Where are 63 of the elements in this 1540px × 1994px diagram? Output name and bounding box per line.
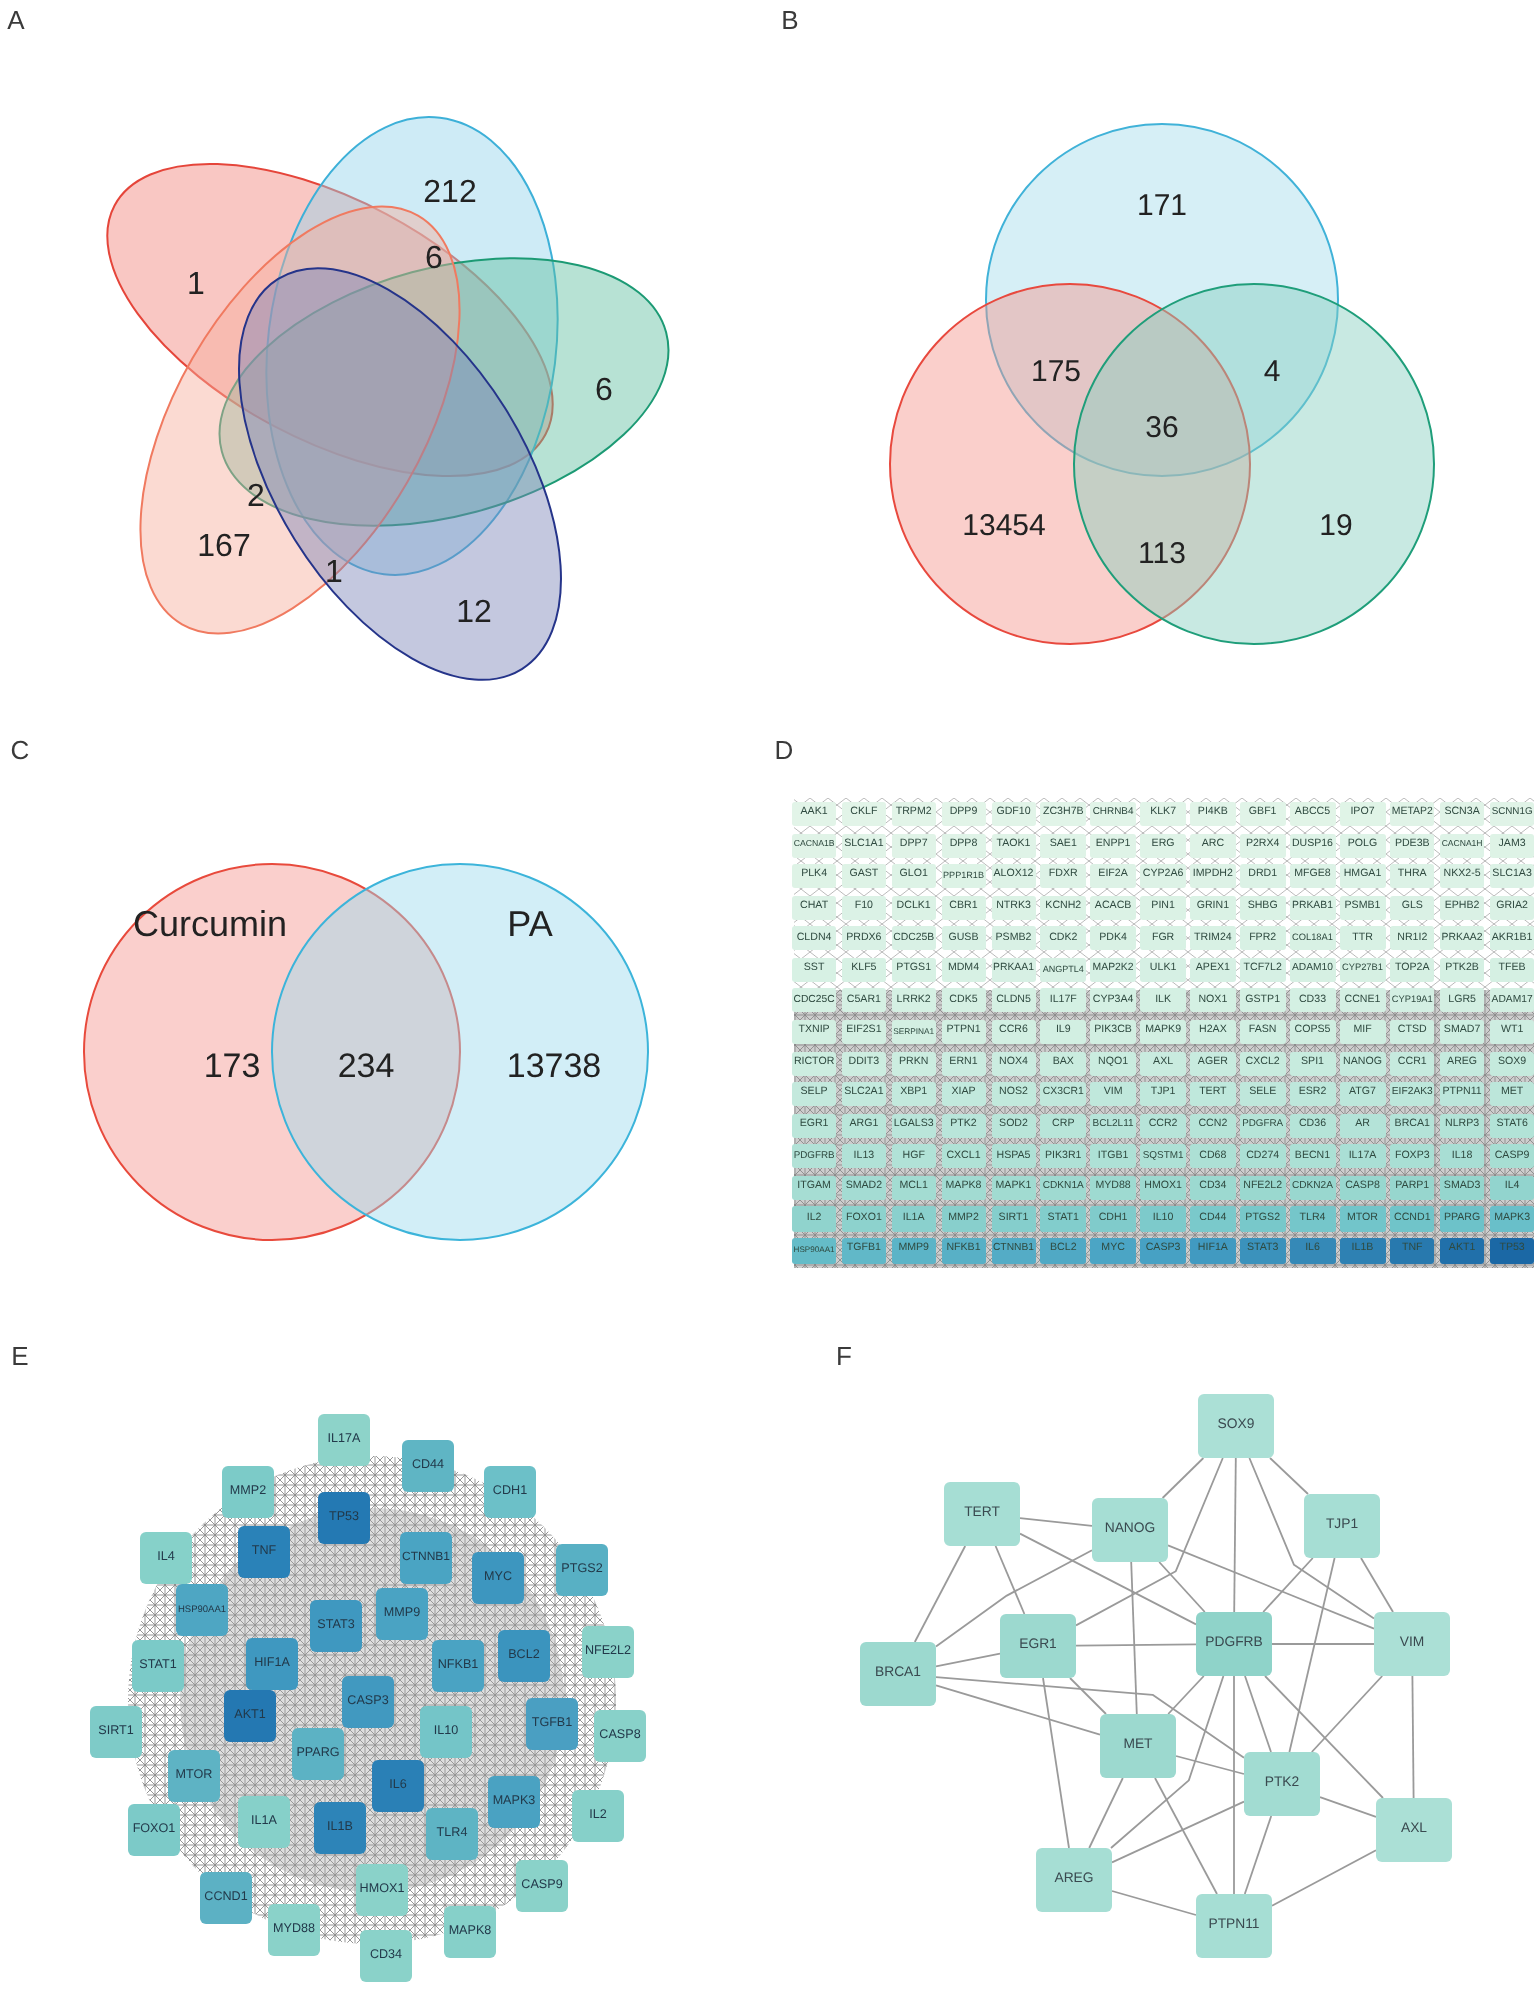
edge-line: [935, 1652, 1001, 1668]
edge-line: [1167, 1544, 1375, 1630]
edge-line: [1111, 1890, 1197, 1916]
count-label: 175: [1030, 357, 1082, 387]
edge-line: [1075, 1457, 1224, 1627]
edge-line: [1042, 1677, 1070, 1849]
edge-line: [1411, 1675, 1415, 1799]
edge-line: [1019, 1517, 1093, 1527]
edge-line: [1233, 1675, 1235, 1895]
edge-line: [1243, 1815, 1273, 1895]
count-label: 171: [1136, 191, 1188, 221]
edge-line: [1233, 1457, 1237, 1613]
edge-line: [1310, 1675, 1384, 1753]
count-label: 6: [595, 376, 613, 408]
edge-line: [1175, 1755, 1245, 1775]
panel-letter: D: [774, 737, 794, 763]
edge-line: [1248, 1457, 1375, 1620]
count-label: 4: [1263, 357, 1281, 387]
panel-letter: A: [7, 7, 25, 33]
set-label: Curcumin: [132, 906, 288, 942]
edge-line: [1110, 1675, 1225, 1849]
edge-line: [1288, 1557, 1336, 1753]
count-label: 234: [337, 1049, 395, 1083]
edge-line: [1161, 1457, 1205, 1499]
count-label: 1: [325, 558, 343, 590]
edge-line: [1075, 1643, 1197, 1647]
edge-line: [1111, 1800, 1245, 1864]
panel-letter: B: [781, 7, 799, 33]
edge-line: [1154, 1777, 1218, 1895]
edge-line: [1088, 1777, 1124, 1849]
edge-line: [935, 1549, 1093, 1648]
edge-line: [1262, 1557, 1314, 1613]
edge-line: [1271, 1849, 1377, 1907]
edge-line: [1158, 1561, 1206, 1613]
edge-line: [994, 1545, 1026, 1615]
edge-line: [1360, 1557, 1394, 1613]
edge-line: [1069, 1677, 1107, 1715]
edge-line: [1319, 1796, 1377, 1818]
count-label: 13738: [506, 1049, 602, 1083]
edge-line: [1264, 1675, 1384, 1799]
count-label: 167: [197, 532, 251, 564]
edge-line: [1167, 1675, 1205, 1715]
panel-letter: E: [11, 1343, 29, 1369]
edge-line: [935, 1684, 1101, 1736]
count-label: 6: [425, 244, 443, 276]
count-label: 19: [1319, 511, 1353, 541]
set-label: PA: [507, 906, 553, 942]
count-label: 12: [456, 598, 492, 630]
edge-line: [1271, 1643, 1375, 1645]
count-label: 113: [1138, 539, 1186, 569]
edge-line: [935, 1676, 1245, 1759]
edge-line: [913, 1545, 967, 1643]
edge-line: [1019, 1532, 1197, 1626]
edge-line: [1130, 1561, 1138, 1715]
count-label: 36: [1145, 413, 1179, 443]
count-label: 1: [187, 270, 205, 302]
edge-line: [1244, 1675, 1272, 1753]
count-label: 173: [203, 1049, 261, 1083]
panel-letter: F: [836, 1343, 852, 1369]
count-label: 13454: [962, 511, 1046, 541]
panel-letter: C: [10, 737, 30, 763]
edge-line: [1269, 1457, 1309, 1495]
count-label: 212: [423, 178, 477, 210]
